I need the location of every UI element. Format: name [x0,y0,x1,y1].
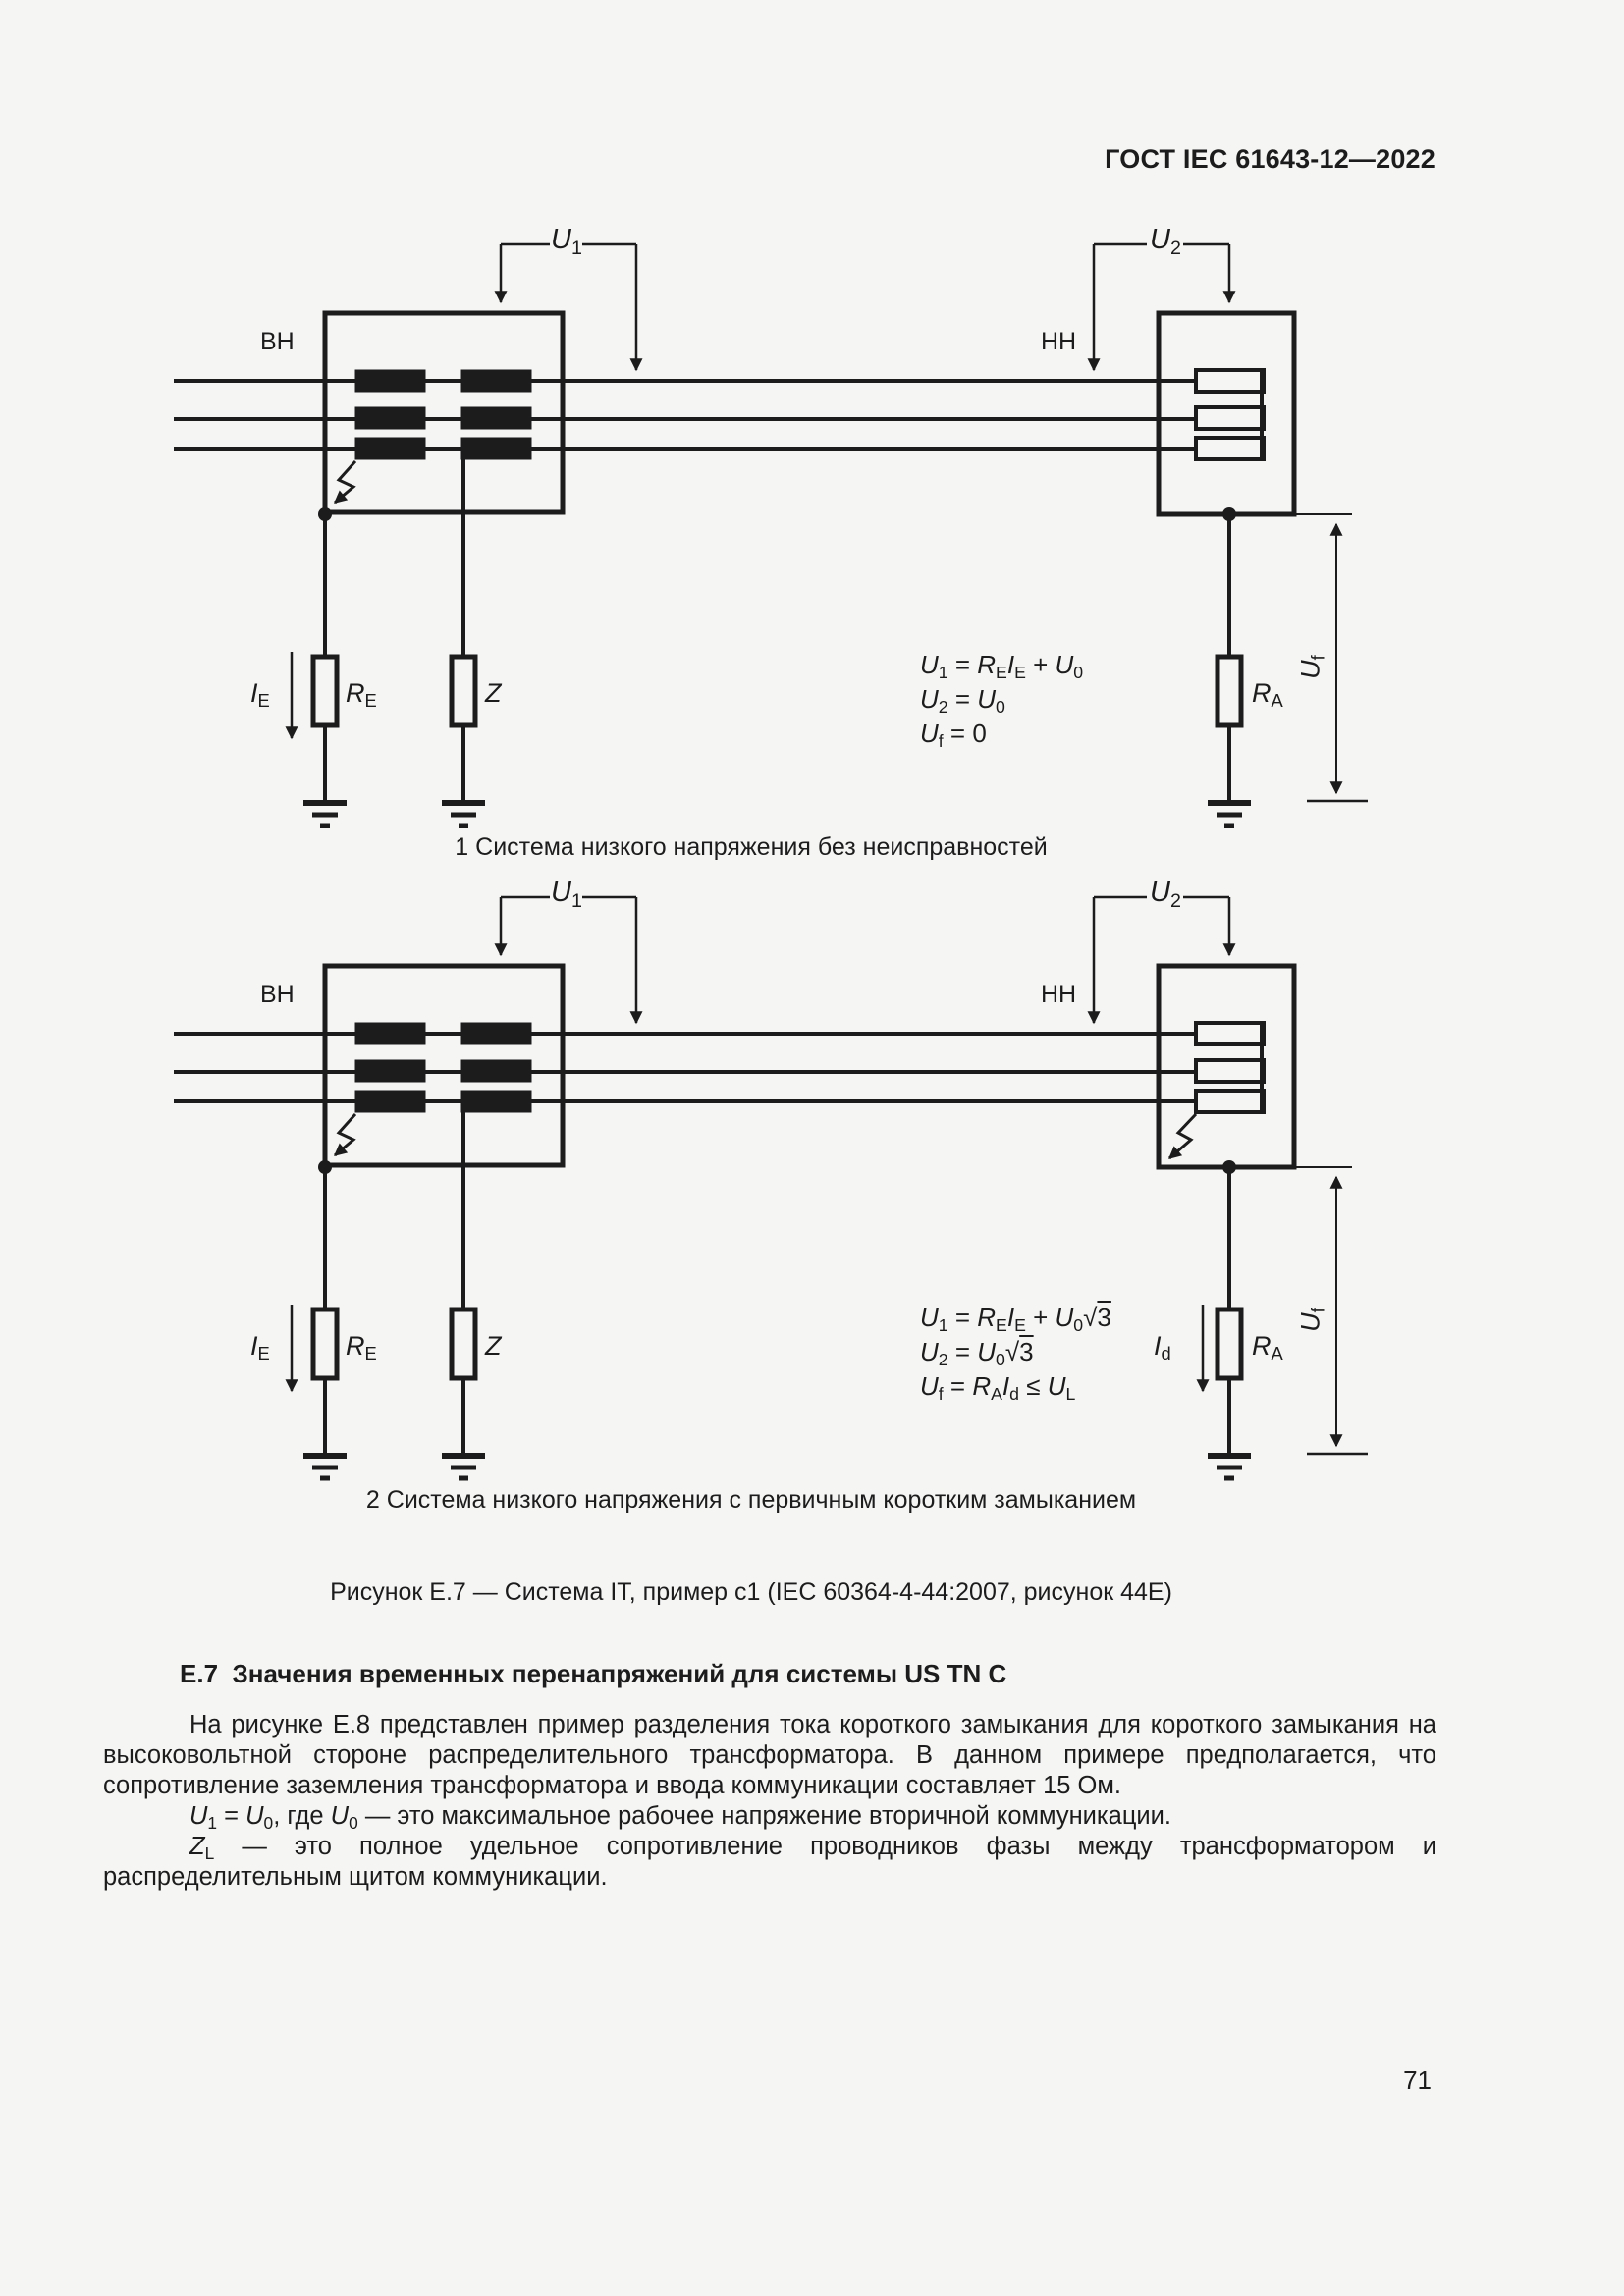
fault-lightning-icon [334,1112,357,1157]
ground-icon [303,800,347,828]
diagram-lv-system-no-fault: ВН НН U1 U2 IE RE Z RA Uf U1 = REIE + U0… [103,192,1399,835]
paragraph: На рисунке Е.8 представлен пример раздел… [103,1711,1436,1799]
fault-lightning-icon [334,459,357,505]
ground-icon [1208,800,1251,828]
z-label: Z [485,678,502,708]
resistor-ra [1215,1307,1244,1381]
ground-icon [303,1453,347,1481]
paragraph: U1 = U0, где U0 — это максимальное рабоч… [189,1802,1171,1833]
uf-dimension [1307,1175,1368,1456]
u2-dimension [1087,895,1236,1025]
resistor-re [310,654,340,728]
page-number: 71 [1403,2065,1432,2095]
uf-label: Uf [1295,1308,1328,1332]
id-label: Id [1154,1331,1171,1364]
ie-label: IE [250,1331,270,1364]
equations-block: U1 = REIE + U0 U2 = U0 Uf = 0 [920,650,1084,751]
u1-dimension [494,242,643,372]
panel-earth-node [1222,507,1236,521]
paragraph: ZL — это полное удельное сопротивление п… [103,1833,1436,1891]
transformer-windings [354,1022,532,1113]
resistor-ra [1215,654,1244,728]
u2-label: U2 [1150,877,1181,912]
z-label: Z [485,1331,502,1361]
earthing-branches [285,1167,1251,1481]
lv-panel-box [1156,310,1352,521]
section-heading: Е.7 Значения временных перенапряжений дл… [180,1659,1007,1688]
resistor-z [449,654,478,728]
uf-label: Uf [1295,655,1328,679]
section-e7: Е.7 Значения временных перенапряжений дл… [103,1659,1436,1893]
lv-side-label: НН [1041,328,1077,355]
phase-conductors [174,1032,1196,1103]
u1-label: U1 [551,224,582,259]
diagram-lv-system-primary-fault: ВН НН U1 U2 IE RE Z Id RA Uf U1 = REIE +… [103,845,1399,1488]
uf-dimension [1307,522,1368,803]
resistor-re [310,1307,340,1381]
hv-transformer-box [318,963,566,1309]
re-label: RE [346,1331,377,1364]
ground-icon [442,800,485,828]
lv-panel-box [1156,963,1352,1174]
u2-dimension [1087,242,1236,372]
lv-side-label: НН [1041,981,1077,1008]
ra-label: RA [1252,678,1283,712]
re-label: RE [346,678,377,712]
subcaption-1: 1 Система низкого напряжения без неиспра… [455,833,1048,861]
resistor-z [449,1307,478,1381]
figure-caption: Рисунок Е.7 — Система IT, пример c1 (IEC… [330,1578,1172,1606]
equations-block: U1 = REIE + U0√3 U2 = U0√3 Uf = RAId ≤ U… [920,1303,1111,1404]
transformer-windings [354,369,532,460]
ground-icon [1208,1453,1251,1481]
circuit-drawing-2 [174,895,1368,1481]
circuit-drawing-1 [174,242,1368,828]
u1-dimension [494,895,643,1025]
document-title: ГОСТ IEC 61643-12—2022 [1105,144,1435,174]
ra-label: RA [1252,1331,1283,1364]
hv-side-label: ВН [260,328,295,355]
earthing-branches [285,514,1251,828]
phase-conductors [174,379,1196,451]
subcaption-2: 2 Система низкого напряжения с первичным… [365,1486,1137,1514]
u1-label: U1 [551,877,582,912]
hv-transformer-box [318,310,566,657]
hv-side-label: ВН [260,981,295,1008]
u2-label: U2 [1150,224,1181,259]
ground-icon [442,1453,485,1481]
panel-earth-node [1222,1160,1236,1174]
ie-label: IE [250,678,270,712]
fault-lightning-icon [1168,1112,1198,1160]
